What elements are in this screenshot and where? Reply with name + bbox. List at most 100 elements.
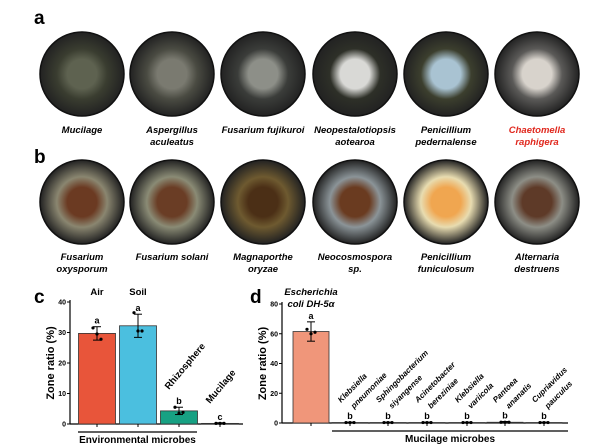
petri-dish-image bbox=[220, 31, 306, 117]
category-label: coli DH-5α bbox=[287, 299, 335, 310]
petri-dish-image bbox=[403, 159, 489, 245]
data-point bbox=[352, 420, 356, 425]
y-axis-label: Zone ratio (%) bbox=[257, 327, 269, 401]
y-tick-label: 20 bbox=[270, 391, 278, 398]
data-point bbox=[542, 420, 546, 425]
data-point bbox=[461, 420, 465, 425]
data-point bbox=[309, 332, 313, 336]
data-point bbox=[390, 420, 394, 425]
data-point bbox=[469, 420, 473, 425]
data-point bbox=[173, 405, 177, 409]
petri-dish-image bbox=[129, 159, 215, 245]
panel-label-d: d bbox=[250, 287, 262, 308]
y-tick-label: 20 bbox=[58, 361, 66, 368]
dish-caption: Magnaporthe bbox=[233, 252, 293, 263]
data-point bbox=[425, 420, 429, 425]
category-label: Soil bbox=[129, 287, 146, 298]
dish-caption: oryzae bbox=[248, 264, 279, 275]
data-point bbox=[421, 420, 425, 425]
dish-caption: Alternaria bbox=[514, 252, 559, 263]
dish-caption: aotearoa bbox=[335, 137, 375, 148]
significance-letter: b bbox=[385, 411, 391, 421]
data-point bbox=[465, 420, 469, 425]
data-point bbox=[305, 327, 309, 331]
significance-letter: a bbox=[135, 303, 141, 313]
data-point bbox=[91, 326, 95, 330]
dish-caption: Neopestalotiopsis bbox=[314, 125, 396, 136]
data-point bbox=[382, 420, 386, 425]
petri-dish-image bbox=[39, 31, 125, 117]
petri-dish-image bbox=[312, 159, 398, 245]
data-point bbox=[181, 410, 185, 415]
category-label: Mucilage bbox=[204, 368, 239, 406]
dish-caption: Fusarium fujikuroi bbox=[222, 125, 305, 136]
y-tick-label: 40 bbox=[270, 361, 278, 368]
data-point bbox=[214, 421, 218, 425]
group-label: Mucilage microbes bbox=[405, 434, 495, 445]
data-point bbox=[218, 421, 222, 425]
bar bbox=[119, 325, 157, 425]
bar bbox=[292, 331, 330, 424]
y-axis-label: Zone ratio (%) bbox=[45, 326, 57, 400]
data-point bbox=[507, 420, 511, 424]
category-label: Escherichia bbox=[284, 287, 337, 298]
dish-caption: Penicillium bbox=[421, 252, 472, 263]
petri-dish-image bbox=[494, 159, 580, 245]
significance-letter: c bbox=[217, 412, 222, 422]
significance-letter: a bbox=[308, 311, 314, 321]
y-tick-label: 10 bbox=[58, 391, 66, 398]
dish-caption: oxysporum bbox=[56, 264, 108, 275]
data-point bbox=[99, 337, 103, 341]
panel-label-a: a bbox=[34, 8, 45, 29]
dish-caption: Penicillium bbox=[421, 125, 472, 136]
dish-caption: raphigera bbox=[515, 137, 558, 148]
significance-letter: b bbox=[541, 411, 547, 421]
petri-dish-image bbox=[494, 31, 580, 117]
data-point bbox=[222, 421, 226, 425]
data-point bbox=[95, 332, 99, 336]
dish-caption: Fusarium bbox=[61, 252, 104, 263]
y-tick-label: 40 bbox=[58, 300, 66, 307]
category-label: Rhizosphere bbox=[163, 341, 208, 392]
data-point bbox=[429, 420, 433, 425]
dish-caption: Fusarium solani bbox=[136, 252, 209, 263]
y-tick-label: 60 bbox=[270, 331, 278, 338]
data-point bbox=[499, 420, 503, 424]
panel-label-c: c bbox=[34, 287, 45, 308]
data-point bbox=[503, 420, 507, 424]
dish-caption: aculeatus bbox=[150, 137, 194, 148]
significance-letter: b bbox=[464, 411, 470, 421]
significance-letter: b bbox=[347, 411, 353, 421]
y-tick-label: 0 bbox=[62, 422, 66, 429]
panel-label-b: b bbox=[34, 147, 46, 168]
data-point bbox=[177, 411, 181, 415]
data-point bbox=[348, 420, 352, 425]
data-point bbox=[386, 420, 390, 425]
dish-caption: Aspergillus bbox=[145, 125, 198, 136]
significance-letter: b bbox=[424, 411, 430, 421]
dish-caption: Chaetomella bbox=[509, 125, 566, 136]
dish-caption: funiculosum bbox=[418, 264, 475, 275]
y-tick-label: 80 bbox=[270, 302, 278, 309]
data-point bbox=[344, 420, 348, 425]
dish-caption: Neocosmospora bbox=[318, 252, 392, 263]
significance-letter: a bbox=[94, 316, 100, 326]
petri-dish-image bbox=[39, 159, 125, 245]
dish-caption: Mucilage bbox=[62, 125, 103, 136]
dish-caption: sp. bbox=[348, 264, 362, 275]
data-point bbox=[546, 420, 550, 425]
group-label: Environmental microbes bbox=[79, 435, 196, 446]
petri-dish-image bbox=[220, 159, 306, 245]
significance-letter: b bbox=[502, 411, 508, 421]
dish-caption: pedernalense bbox=[414, 137, 477, 148]
data-point bbox=[313, 330, 317, 334]
y-tick-label: 30 bbox=[58, 330, 66, 337]
petri-dish-image bbox=[403, 31, 489, 117]
petri-dish-image bbox=[129, 31, 215, 117]
dish-caption: destruens bbox=[514, 264, 559, 275]
